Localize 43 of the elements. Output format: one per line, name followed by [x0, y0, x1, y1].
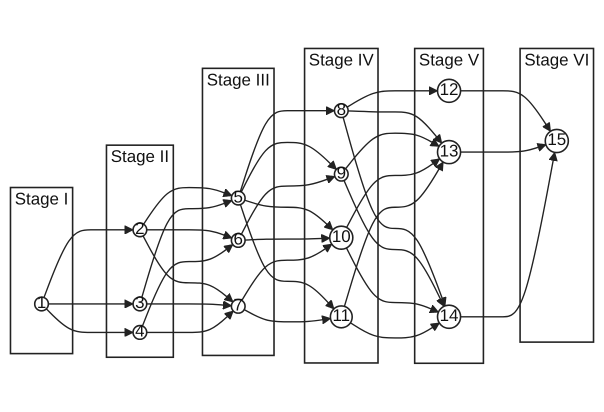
arrow	[460, 143, 546, 153]
node-circle: 5	[230, 190, 246, 206]
node-circle: 8	[334, 103, 349, 118]
node-circle: 15	[544, 128, 570, 154]
node-circle: 6	[230, 232, 246, 248]
node-circle: 3	[132, 296, 148, 312]
arrow	[241, 244, 332, 301]
arrow	[143, 186, 232, 225]
arrow	[146, 229, 232, 240]
node-circle: 14	[436, 304, 462, 330]
arrow	[46, 308, 134, 338]
node-circle: 12	[436, 78, 462, 104]
arrow	[350, 322, 440, 339]
arrow	[142, 236, 234, 302]
node-circle: 13	[436, 140, 462, 165]
arrow	[146, 310, 234, 334]
arrow	[348, 110, 442, 144]
arrow	[346, 248, 439, 314]
node-circle: 11	[330, 305, 353, 329]
node-circle: 1	[34, 296, 50, 312]
arrow	[342, 117, 446, 306]
arrow	[240, 106, 335, 192]
node-circle: 7	[230, 298, 246, 314]
arrow	[460, 152, 558, 318]
arrow	[141, 199, 232, 298]
arrow	[146, 300, 232, 310]
arrow	[245, 234, 330, 244]
arrow	[240, 142, 337, 192]
arrow	[240, 175, 336, 235]
arrow	[48, 299, 134, 309]
node-circle: 4	[132, 324, 148, 340]
arrow	[244, 309, 331, 325]
arrow	[244, 200, 334, 230]
arrow	[240, 204, 334, 310]
arrow	[460, 90, 551, 132]
arrow	[43, 225, 134, 298]
arrow	[142, 244, 234, 326]
node-circle: 10	[328, 225, 354, 250]
arrow	[346, 158, 440, 228]
arrow	[346, 86, 438, 108]
node-circle: 9	[334, 166, 349, 182]
node-circle: 2	[132, 222, 148, 238]
arrow	[345, 132, 440, 170]
